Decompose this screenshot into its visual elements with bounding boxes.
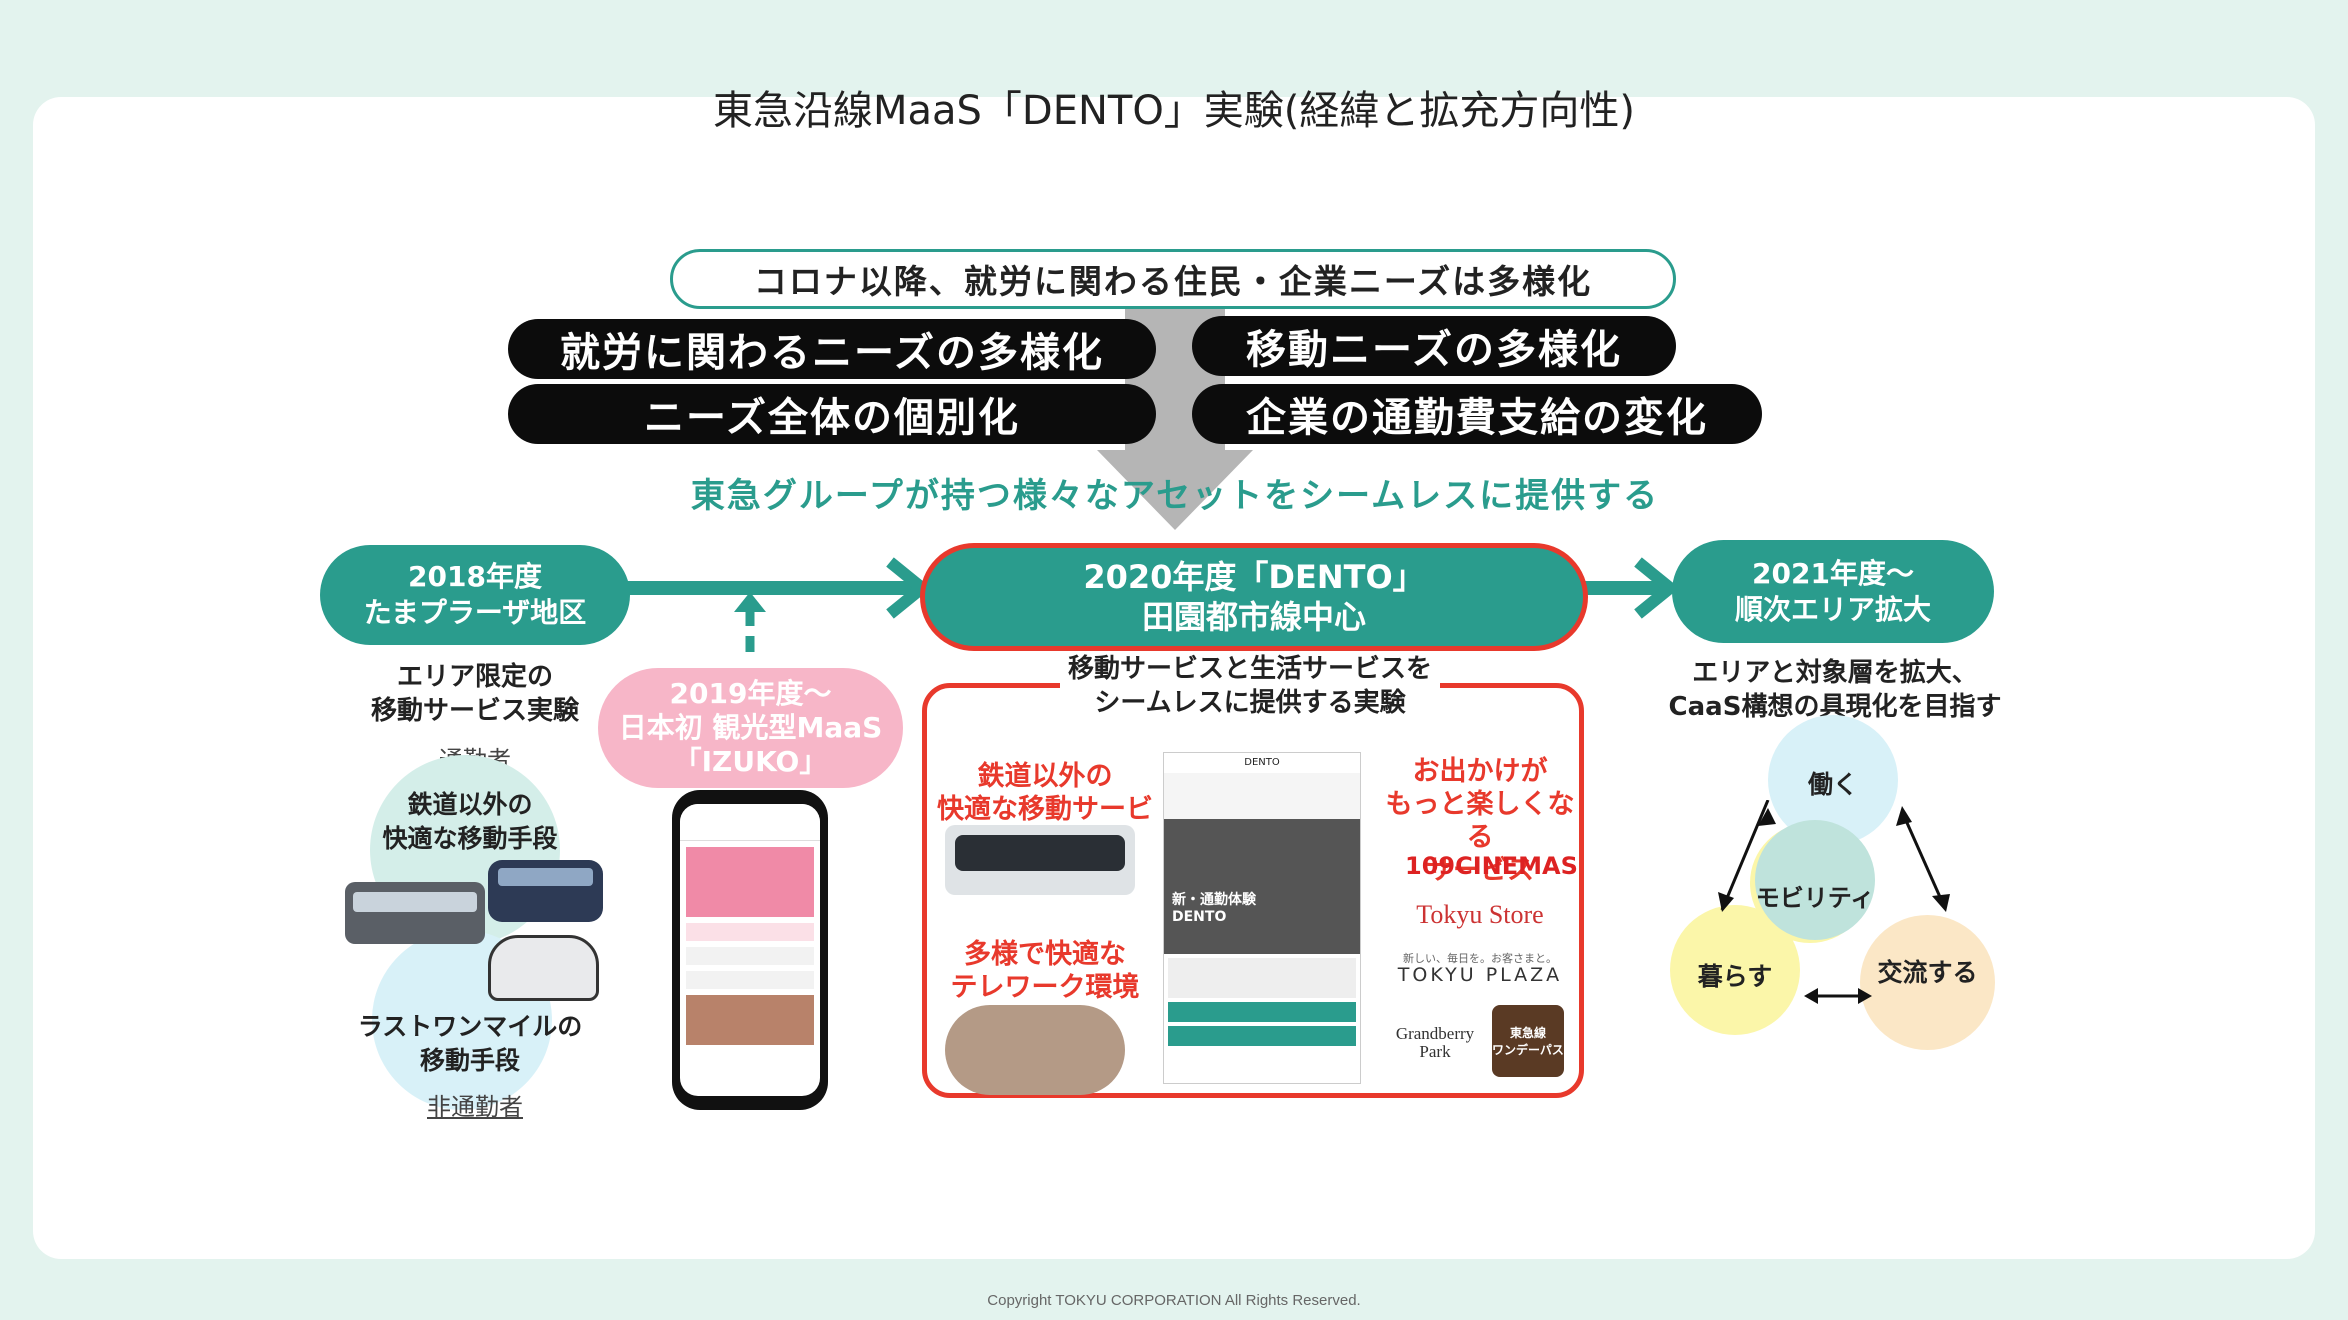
stage-2020-year: 2020年度「DENTO」 [1083,558,1425,596]
bubble1-line1: 鉄道以外の [407,790,533,819]
bubble2-line2: 移動手段 [419,1046,520,1075]
tagline: 東急グループが持つ様々なアセットをシームレスに提供する [690,476,1660,516]
micro-car-image [488,935,599,1001]
stage-2020-pill: 2020年度「DENTO」 田園都市線中心 [920,543,1588,651]
oneday-pass-line2: ワンデーパス [1492,1043,1564,1057]
need-pill-mobility: 移動ニーズの多様化 [1192,316,1676,376]
need-pill-individual: ニーズ全体の個別化 [508,384,1156,444]
stage-2021-caption: エリアと対象層を拡大、 CaaS構想の具現化を目指す [1650,656,2020,724]
slide-title: 東急沿線MaaS「DENTO」実験(経緯と拡充方向性) [712,88,1636,134]
stage-2020-caption-line2: シームレスに提供する実験 [1094,688,1406,718]
stage-2019-pill: 2019年度～ 日本初 観光型MaaS 「IZUKO」 [598,668,903,788]
dento-app-screen: DENTO 新・通勤体験 DENTO [1163,752,1361,1084]
dento-app-header: DENTO [1244,757,1280,768]
van-image [488,860,603,922]
dento-hero-line1: 新・通勤体験 [1172,892,1256,908]
venn-mobility-circle [1755,820,1875,940]
stage-2021-pill: 2021年度～ 順次エリア拡大 [1672,540,1994,643]
stage-2018-year: 2018年度 [408,560,542,593]
telework-image [945,1005,1125,1095]
oneday-pass-line1: 東急線 [1509,1026,1546,1040]
venn-live-label: 暮らす [1697,962,1773,991]
need-pill-work: 就労に関わるニーズの多様化 [508,319,1156,379]
feature-mobility-line1: 鉄道以外の [977,761,1113,792]
stage-2018-caption-line1: エリア限定の [396,662,553,692]
stage-2019-title: 日本初 観光型MaaS [618,711,883,744]
brand-grandberry-park: Grandberry Park [1385,1025,1485,1061]
vehicles-image [945,825,1135,895]
non-commuter-label: 非通勤者 [427,1093,523,1121]
dento-app-hero: 新・通勤体験 DENTO [1164,819,1360,954]
venn-exchange-circle [1860,915,1995,1050]
brand-tokyu-plaza: TOKYU PLAZA [1397,964,1563,986]
stage-2020-caption-line1: 移動サービスと生活サービスを [1067,654,1432,684]
feature-mobility: 鉄道以外の 快適な移動サービス [930,760,1160,859]
bubble2-line1: ラストワンマイルの [357,1012,583,1041]
venn-arrows [1718,800,1950,1004]
stage-2020-caption: 移動サービスと生活サービスを シームレスに提供する実験 [1060,652,1440,720]
stage-2018-caption-line2: 移動サービス実験 [370,696,579,726]
izuko-phone-image [672,790,828,1110]
bus-image [345,882,485,944]
stage-2021-area: 順次エリア拡大 [1734,592,1931,626]
stage-2021-year: 2021年度～ [1752,556,1914,590]
venn-mobility-label: モビリティ [1755,884,1875,912]
grandberry-line1: Grandberry [1395,1024,1475,1043]
brand-oneday-pass: 東急線 ワンデーパス [1492,1005,1564,1077]
stage-2018-area: たまプラーザ地区 [363,596,587,629]
feature-outing-line2: もっと楽しくなる [1385,789,1575,853]
grandberry-line2: Park [1419,1042,1451,1061]
bubble1-line2: 快適な移動手段 [382,824,558,853]
feature-outing-line3: サービス [1426,855,1534,886]
brand-109cinemas: 109CINEMAS [1405,852,1578,880]
feature-outing: お出かけが もっと楽しくなる サービス [1380,755,1580,887]
stage-2019-year: 2019年度～ [669,677,832,710]
stage-2021-caption-line1: エリアと対象層を拡大、 [1692,658,1978,688]
dento-hero-line2: DENTO [1172,909,1227,925]
venn-exchange-label: 交流する [1877,958,1978,987]
feature-telework: 多様で快適な テレワーク環境 [935,938,1155,1004]
stage-2018-pill: 2018年度 たまプラーザ地区 [320,545,630,645]
feature-telework-line1: 多様で快適な [964,939,1126,970]
brand-tokyu-store: Tokyu Store [1416,900,1544,929]
stage-2018-caption: エリア限定の 移動サービス実験 [320,660,630,728]
brand-tokyu-plaza-tagline: 新しい、毎日を。お客さまと。 [1403,952,1557,965]
top-banner: コロナ以降、就労に関わる住民・企業ニーズは多様化 [670,249,1676,309]
stage-2019-app: 「IZUKO」 [673,745,828,778]
bubble1-text: 鉄道以外の 快適な移動手段 [360,788,580,856]
need-pill-commute-pay: 企業の通勤費支給の変化 [1192,384,1762,444]
stage-2020-area: 田園都市線中心 [1141,598,1366,636]
venn-work-label: 働く [1807,770,1858,799]
bubble2-text: ラストワンマイルの 移動手段 [345,1010,595,1078]
feature-outing-line1: お出かけが [1412,756,1548,787]
copyright: Copyright TOKYU CORPORATION All Rights R… [987,1292,1361,1309]
feature-telework-line2: テレワーク環境 [950,972,1140,1003]
